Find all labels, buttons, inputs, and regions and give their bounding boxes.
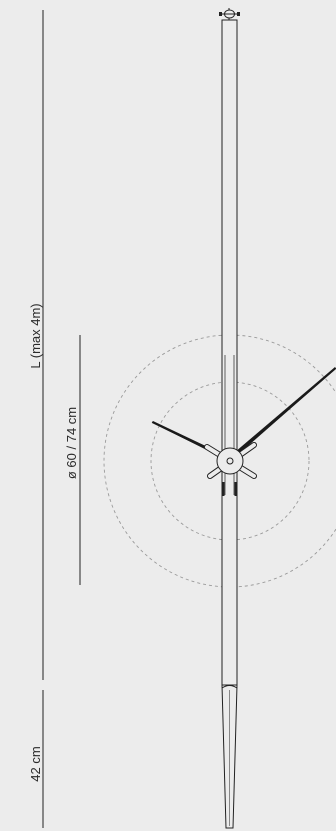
clock-pole	[221, 19, 238, 686]
top-hanger-icon	[219, 8, 240, 21]
inner-diameter-circle	[150, 381, 310, 541]
clock-hub	[216, 447, 244, 475]
length-label: L (max 4m)	[28, 303, 43, 368]
diameter-label: ø 60 / 74 cm	[64, 407, 79, 479]
ground-spike	[221, 684, 238, 829]
stand-height-label: 42 cm	[28, 746, 43, 781]
